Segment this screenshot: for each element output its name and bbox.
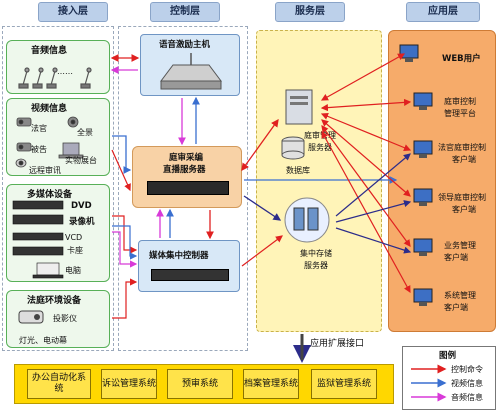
multimedia-item-pc: 电脑 xyxy=(65,266,81,275)
lane-header-control: 控制层 xyxy=(150,2,220,22)
environment-item-lights: 灯光、电动幕 xyxy=(19,336,67,345)
lane-header-application: 应用层 xyxy=(406,2,480,22)
media-controller-box: 媒体集中控制器 xyxy=(138,240,240,292)
voice-host-icon xyxy=(149,51,233,95)
capture-server-box: 庭审采编 直播服务器 xyxy=(132,146,242,208)
system-litigation[interactable]: 诉讼管理系统 xyxy=(101,369,157,399)
system-prison[interactable]: 监狱管理系统 xyxy=(311,369,377,399)
app-interface-label: 应用扩展接口 xyxy=(310,339,365,349)
client-trial-platform-label-2: 管理平台 xyxy=(444,109,476,118)
video-panel: 视频信息 法官 全景 被告 实物展台 远程审讯 xyxy=(6,98,110,176)
client-leader: 领导庭审控制 客户端 xyxy=(392,182,492,222)
legend: 图例 控制命令 视频信息 音频信息 xyxy=(402,346,496,410)
client-sysadmin-label-2: 客户端 xyxy=(444,303,468,312)
environment-panel: 法庭环境设备 投影仪 灯光、电动幕 xyxy=(6,290,110,348)
storage-label-1: 集中存储 xyxy=(300,249,332,258)
legend-label-control: 控制命令 xyxy=(451,365,483,374)
client-business-label-2: 客户端 xyxy=(444,253,468,262)
client-sysadmin: 系统管理 客户端 xyxy=(392,282,492,322)
client-sysadmin-label-1: 系统管理 xyxy=(444,291,476,300)
legend-title: 图例 xyxy=(439,351,457,361)
video-item-defendant: 被告 xyxy=(31,145,47,154)
lane-control xyxy=(118,26,248,351)
client-business: 业务管理 客户端 xyxy=(392,232,492,272)
client-leader-label-1: 领导庭审控制 xyxy=(438,193,486,202)
client-trial-platform: 庭审控制 管理平台 xyxy=(392,86,492,126)
projector-icon xyxy=(15,305,55,333)
audio-title: 音频信息 xyxy=(31,46,68,56)
camera-icons xyxy=(13,113,109,175)
audio-dots: …… xyxy=(57,67,73,76)
systems-bar: 办公自动化系统 诉讼管理系统 预审系统 档案管理系统 监狱管理系统 xyxy=(14,364,394,404)
video-item-remote: 远程审讯 xyxy=(29,166,61,175)
multimedia-panel: 多媒体设备 DVD 录像机 VCD 卡座 电脑 xyxy=(6,184,110,282)
storage-label-2: 服务器 xyxy=(304,261,328,270)
legend-items: 控制命令 视频信息 音频信息 xyxy=(407,363,493,409)
client-list: WEB用户 庭审控制 管理平台 法官庭审控制 客户端 领导庭审控制 客户端 业务… xyxy=(392,38,492,328)
lane-access xyxy=(2,26,114,351)
audio-panel: 音频信息 …… xyxy=(6,40,110,94)
multimedia-item-vcr: 录像机 xyxy=(69,217,95,227)
client-leader-label-2: 客户端 xyxy=(452,205,476,214)
multimedia-title: 多媒体设备 xyxy=(27,190,73,200)
lane-header-service: 服务层 xyxy=(275,2,345,22)
client-judge-label-2: 客户端 xyxy=(452,155,476,164)
capture-server-icon xyxy=(147,181,229,195)
trial-server-label-2: 服务器 xyxy=(308,143,332,152)
client-judge: 法官庭审控制 客户端 xyxy=(392,134,492,174)
media-controller-icon xyxy=(151,269,229,281)
system-pretrial[interactable]: 预审系统 xyxy=(167,369,233,399)
client-trial-platform-label-1: 庭审控制 xyxy=(444,97,476,106)
microphone-icons xyxy=(17,61,97,91)
legend-label-video: 视频信息 xyxy=(451,379,483,388)
video-title: 视频信息 xyxy=(31,104,68,114)
voice-host-box: 语音激励主机 xyxy=(140,34,240,96)
client-web-label: WEB用户 xyxy=(442,54,481,64)
multimedia-item-dvd: DVD xyxy=(71,201,92,211)
capture-server-label-1: 庭审采编 xyxy=(169,153,204,163)
environment-title: 法庭环境设备 xyxy=(27,296,82,306)
av-device-icons xyxy=(11,199,71,281)
database-label: 数据库 xyxy=(286,166,310,175)
trial-server-label-1: 庭审管理 xyxy=(304,131,336,140)
client-judge-label-1: 法官庭审控制 xyxy=(438,143,486,152)
video-item-panorama: 全景 xyxy=(77,128,93,137)
voice-host-label: 语音激励主机 xyxy=(159,40,211,50)
environment-item-projector: 投影仪 xyxy=(53,314,77,323)
legend-label-audio: 音频信息 xyxy=(451,393,483,402)
system-oa[interactable]: 办公自动化系统 xyxy=(27,369,91,399)
media-controller-label: 媒体集中控制器 xyxy=(149,251,209,261)
capture-server-label-2: 直播服务器 xyxy=(163,165,206,175)
storage-icon xyxy=(280,196,334,244)
database-icon xyxy=(278,136,308,162)
video-item-exhibit: 实物展台 xyxy=(65,156,97,165)
lane-header-access: 接入层 xyxy=(38,2,108,22)
system-archive[interactable]: 档案管理系统 xyxy=(243,369,299,399)
multimedia-item-vcd: VCD xyxy=(65,233,83,242)
video-item-judge: 法官 xyxy=(31,124,47,133)
multimedia-item-cassette: 卡座 xyxy=(67,246,83,255)
client-business-label-1: 业务管理 xyxy=(444,241,476,250)
trial-server-icon xyxy=(280,86,320,130)
